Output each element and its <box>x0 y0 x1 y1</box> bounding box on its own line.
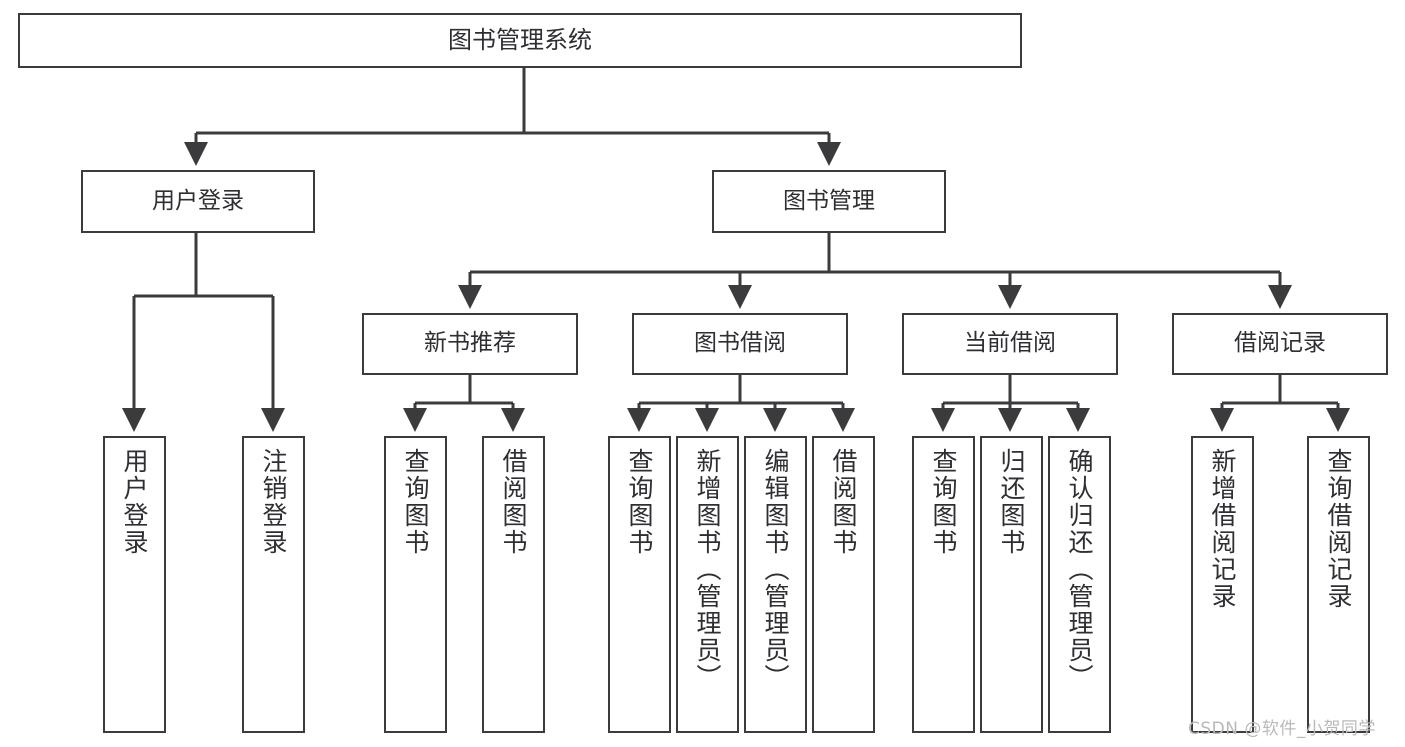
node-book-management[interactable]: 图书管理 <box>712 170 946 233</box>
node-label: 新增图书（管理员） <box>693 448 722 691</box>
node-label: 借阅记录 <box>1234 330 1326 357</box>
node-label: 查询借阅记录 <box>1324 448 1353 610</box>
node-leaf-add-borrow-record[interactable]: 新增借阅记录 <box>1191 436 1254 733</box>
node-leaf-edit-book-admin[interactable]: 编辑图书（管理员） <box>744 436 807 733</box>
node-leaf-confirm-return-admin[interactable]: 确认归还（管理员） <box>1048 436 1111 733</box>
node-label: 查询图书 <box>929 448 958 556</box>
node-leaf-query-book-recommend[interactable]: 查询图书 <box>384 436 447 733</box>
node-leaf-borrow-book-recommend[interactable]: 借阅图书 <box>482 436 545 733</box>
watermark: CSDN @软件_小贺同学 <box>1188 719 1376 739</box>
node-label: 借阅图书 <box>499 448 528 556</box>
node-label: 查询图书 <box>625 448 654 556</box>
node-label: 查询图书 <box>401 448 430 556</box>
node-book-borrow[interactable]: 图书借阅 <box>632 313 848 375</box>
node-leaf-logout[interactable]: 注销登录 <box>242 436 305 733</box>
node-label: 图书管理系统 <box>448 26 592 55</box>
node-label: 用户登录 <box>120 448 149 556</box>
node-label: 注销登录 <box>259 448 288 556</box>
node-leaf-return-book[interactable]: 归还图书 <box>980 436 1043 733</box>
node-label: 用户登录 <box>152 187 244 214</box>
node-new-book-recommend[interactable]: 新书推荐 <box>362 313 578 375</box>
node-borrow-record[interactable]: 借阅记录 <box>1172 313 1388 375</box>
node-leaf-user-login[interactable]: 用户登录 <box>103 436 166 733</box>
node-leaf-query-book-current[interactable]: 查询图书 <box>912 436 975 733</box>
node-label: 确认归还（管理员） <box>1065 448 1094 691</box>
node-label: 图书借阅 <box>694 330 786 357</box>
node-current-borrow[interactable]: 当前借阅 <box>902 313 1118 375</box>
node-leaf-borrow-book[interactable]: 借阅图书 <box>812 436 875 733</box>
node-label: 新增借阅记录 <box>1208 448 1237 610</box>
node-label: 当前借阅 <box>964 330 1056 357</box>
node-label: 归还图书 <box>997 448 1026 556</box>
node-label: 新书推荐 <box>424 330 516 357</box>
node-user-login[interactable]: 用户登录 <box>81 170 315 233</box>
node-label: 编辑图书（管理员） <box>761 448 790 691</box>
node-leaf-add-book-admin[interactable]: 新增图书（管理员） <box>676 436 739 733</box>
node-leaf-query-borrow-record[interactable]: 查询借阅记录 <box>1307 436 1370 733</box>
node-leaf-query-book[interactable]: 查询图书 <box>608 436 671 733</box>
node-root-system[interactable]: 图书管理系统 <box>18 13 1022 68</box>
node-label: 借阅图书 <box>829 448 858 556</box>
node-label: 图书管理 <box>783 187 875 214</box>
